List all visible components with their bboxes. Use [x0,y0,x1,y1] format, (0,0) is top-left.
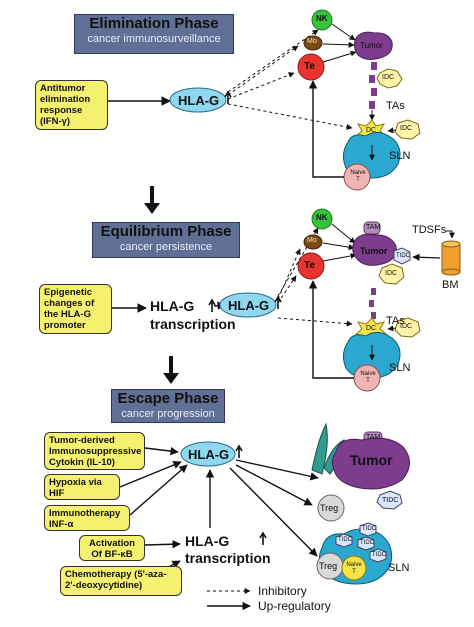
tumor-label-1: Tumor [360,41,383,50]
tidc-label-eq: TIDC [396,253,410,259]
input-immunotherapy: Immunotherapy INF-α [44,505,130,531]
hla-g-label-2: HLA-G [228,298,270,313]
hla-g-ellipse-3 [180,441,236,467]
sln-label-3: SLN [388,562,410,574]
hla-g-transcription-line2: transcription [150,316,236,332]
monocyte-cell [303,35,323,51]
naive-t-label-3: Naive T [346,562,362,575]
hla-g-transcription-line2-esc: transcription [185,550,271,566]
idc-cell-eq [378,263,405,285]
elimination-section [108,9,421,191]
hla-g-ellipse-2 [219,292,277,318]
phase-title: Escape Phase [117,390,219,407]
tidc-cell-1 [376,490,403,510]
bm-label: BM [442,279,459,291]
naive-t-label-2: Naive T [360,371,376,384]
tidc-cell-5 [359,522,377,537]
equilibrium-section [112,208,461,392]
phase-title: Equilibrium Phase [100,223,232,240]
idc-label-2: IDC [400,125,413,132]
naive-t-cell-3 [341,555,367,581]
nk-cell [311,9,333,31]
phase-subtitle: cancer immunosurveillance [87,33,221,45]
tidc-cell-4 [369,548,387,563]
phase-title: Elimination Phase [89,15,219,32]
spindle-cell-1 [311,422,328,475]
hla-g-transcription-line1: HLA-G [150,298,195,314]
tidc-label-4: TIDC [372,552,386,558]
phase-arrow-2 [163,356,179,384]
tumor-mass-3 [331,437,410,490]
bm-cylinder [441,243,461,273]
tidc-label-2: TIDC [338,537,352,543]
tumor-label-2: Tumor [360,246,388,256]
hla-g-ellipse [169,87,227,113]
tidc-cell-2 [335,533,353,548]
idc-cell-eq-2 [394,317,421,338]
te-cell-2 [297,252,325,280]
tumor-label-3: Tumor [350,452,393,468]
phase-arrow-1 [144,186,160,214]
input-tumor-cytokin: Tumor-derived Immunosuppressive Cytokin … [44,432,145,470]
tam-label-2: TAM [366,434,381,441]
treg-label-1: Treg [320,503,339,513]
phase-subtitle: cancer persistence [119,241,213,253]
phase-equilibrium-box: Equilibrium Phase cancer persistence [92,222,240,258]
tam-label-1: TAM [366,224,381,231]
tumor-mass [353,31,393,60]
nk-cell-2 [311,208,333,230]
idc-label-eq: IDC [385,270,398,277]
te-cell [297,53,325,81]
phase-elimination-box: Elimination Phase cancer immunosurveilla… [74,14,234,54]
input-antitumor: Antitumor elimination response (IFN-γ) [35,80,108,130]
phase-subtitle: cancer progression [121,408,215,420]
tidc-label-5: TIDC [362,526,376,532]
tidc-label-3: TIDC [360,540,374,546]
hla-g-label-1: HLA-G [178,93,220,108]
phase-escape-box: Escape Phase cancer progression [111,389,225,423]
legend-inhibitory: Inhibitory [258,584,307,598]
idc-label-eq-2: IDC [400,323,413,330]
nk-label-2: NK [316,213,328,222]
treg-cell-1 [317,494,345,522]
tas-label-2: TAs [386,315,405,327]
nk-label: NK [316,14,328,23]
input-hypoxia: Hypoxia via HIF [44,474,120,500]
te-label: Te [304,61,315,72]
tidc-label-1: TIDC [382,497,399,504]
tdsfs-label: TDSFs [412,224,447,236]
naive-t-label-1: Naive T [350,170,366,183]
input-epigenetic: Epigenetic changes of the HLA-G promoter [39,284,112,334]
mo-label: Mo [307,38,317,45]
sln-label-1: SLN [389,150,411,162]
input-chemo: Chemotherapy (5'-aza-2'-deoxycytidine) [60,566,182,596]
escape-section [119,422,410,585]
tam-cell [363,221,381,235]
mo-label-2: Mo [307,237,317,244]
te-label-2: Te [304,260,315,271]
tas-label-1: TAs [386,100,405,112]
idc-cell-1 [376,68,403,89]
treg-label-2: Treg [319,561,338,571]
dc-label-2: DC [366,325,377,332]
tidc-cell-3 [357,536,375,551]
idc-cell-2 [394,119,421,140]
hla-g-transcription-line1-esc: HLA-G [185,533,230,549]
input-nfkb: Activation Of BF-κB [79,535,145,561]
tidc-cell-eq [393,247,411,265]
dc-label-1: DC [366,127,377,134]
legend [207,588,251,611]
legend-up-regulatory: Up-regulatory [258,599,331,613]
idc-label-1: IDC [382,74,395,81]
sln-label-2: SLN [389,362,411,374]
hla-g-label-3: HLA-G [188,447,230,462]
monocyte-cell-2 [303,234,323,250]
